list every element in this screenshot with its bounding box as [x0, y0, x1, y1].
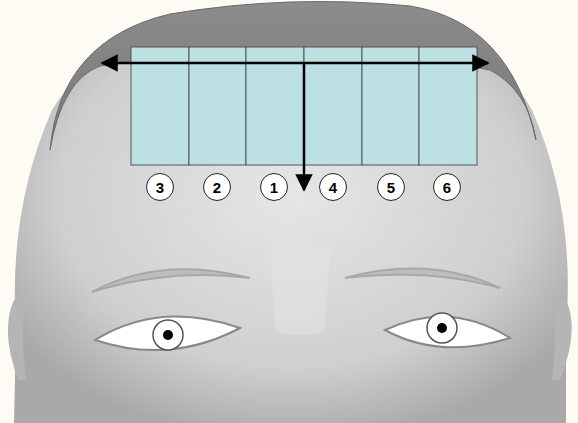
iris [427, 313, 457, 343]
callout-number: 2 [203, 173, 231, 201]
electrode-pad [131, 47, 189, 165]
callout-text: 1 [270, 179, 278, 196]
callout-text: 3 [156, 179, 164, 196]
width-arrow [102, 62, 488, 65]
callout-number: 1 [260, 173, 288, 201]
callout-text: 2 [213, 179, 221, 196]
eyebrow [345, 269, 500, 288]
pupil [437, 323, 447, 333]
pupil [163, 330, 173, 340]
electrode-pad [419, 47, 477, 165]
eye [95, 316, 240, 350]
electrode-pad [189, 47, 246, 165]
electrode-pad [362, 47, 419, 165]
electrode-pad [246, 47, 304, 165]
callout-number: 3 [146, 173, 174, 201]
callout-text: 6 [443, 179, 451, 196]
ear [8, 300, 26, 380]
iris [153, 320, 183, 350]
callout-number: 6 [433, 173, 461, 201]
electrode-pad [304, 47, 362, 165]
callout-number: 5 [377, 173, 405, 201]
callout-number: 4 [319, 173, 347, 201]
nose-bridge [270, 243, 330, 336]
callout-text: 5 [387, 179, 395, 196]
eyebrow [92, 269, 250, 292]
ear [552, 300, 572, 380]
callout-text: 4 [329, 179, 337, 196]
midline-arrow [303, 63, 306, 190]
